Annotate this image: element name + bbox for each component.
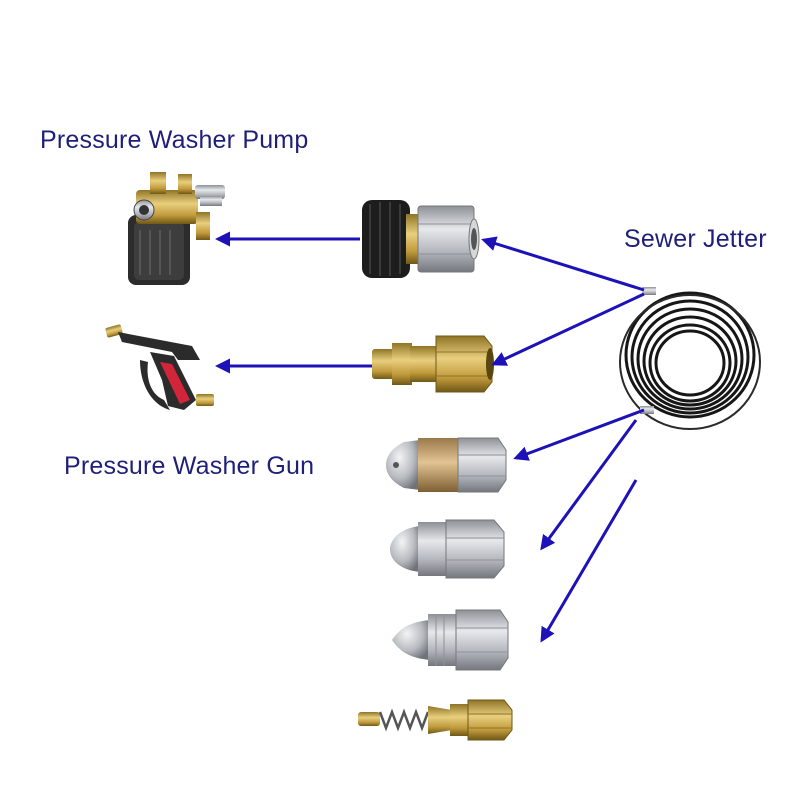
hose-coil-icon [619,287,761,430]
nozzle-icon [390,519,505,579]
fitting-icon [362,200,480,278]
pump-icon [128,172,225,285]
gun-label: Pressure Washer Gun [64,452,315,480]
arrow-hose-to-button-nozzle [540,419,638,551]
nozzle-icon [386,437,507,493]
arrow-hose-to-rotating-nozzle [513,408,645,461]
jetter-label: Sewer Jetter [624,225,767,253]
arrow-hose-to-fitting [481,236,645,292]
nozzle-icon [392,609,509,671]
spring-icon [358,699,513,741]
arrow-hose-to-penetrator-nozzle [540,479,638,643]
arrows [215,231,645,643]
gun-icon [105,324,214,410]
plug-icon [372,335,494,393]
arrow-hose-to-plug [491,292,645,366]
pump-label: Pressure Washer Pump [40,126,309,154]
